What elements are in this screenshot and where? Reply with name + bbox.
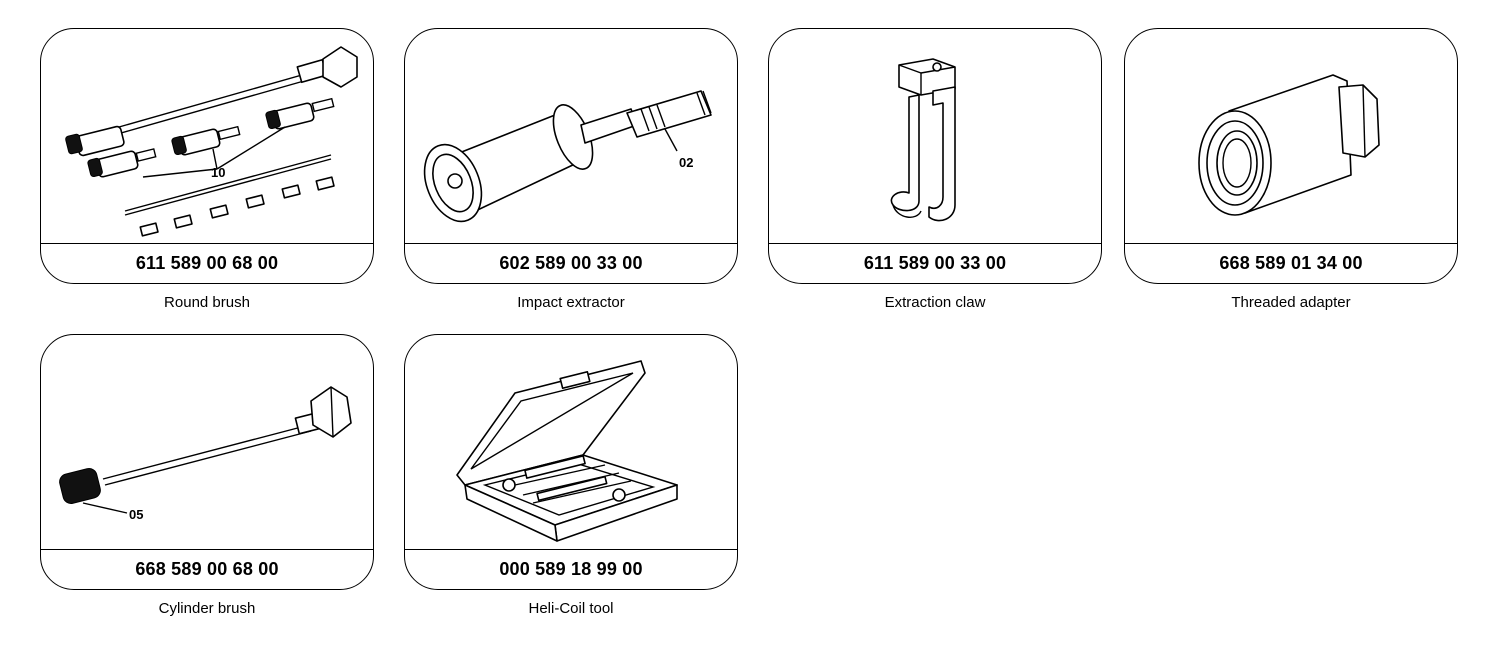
part-number: 602 589 00 33 00	[405, 243, 737, 283]
tool-caption: Impact extractor	[517, 294, 625, 311]
extraction-claw-icon	[769, 29, 1101, 243]
heli-coil-case-icon	[405, 335, 737, 549]
part-number: 000 589 18 99 00	[405, 549, 737, 589]
tool-card-heli-coil: 000 589 18 99 00	[404, 334, 738, 590]
round-brush-set-icon: 10	[41, 29, 373, 243]
part-number: 668 589 01 34 00	[1125, 243, 1457, 283]
part-number: 668 589 00 68 00	[41, 549, 373, 589]
tool-card-threaded-adapter: 668 589 01 34 00	[1124, 28, 1458, 284]
tool-caption: Heli-Coil tool	[528, 600, 614, 617]
part-number: 611 589 00 68 00	[41, 243, 373, 283]
cylinder-brush-icon: 05	[41, 335, 373, 549]
callout-label: 05	[129, 507, 143, 522]
tool-caption: Threaded adapter	[1231, 294, 1351, 311]
tool-caption: Cylinder brush	[158, 600, 256, 617]
callout-label: 10	[211, 165, 225, 180]
part-number: 611 589 00 33 00	[769, 243, 1101, 283]
tool-card-cylinder-brush: 05 668 589 00 68 00	[40, 334, 374, 590]
tool-card-round-brush: 10 611 589 00 68 00	[40, 28, 374, 284]
tool-caption: Round brush	[164, 294, 250, 311]
tool-caption: Extraction claw	[884, 294, 986, 311]
tool-card-extraction-claw: 611 589 00 33 00	[768, 28, 1102, 284]
callout-label: 02	[679, 155, 693, 170]
impact-extractor-icon: 02	[405, 29, 737, 243]
threaded-adapter-icon	[1125, 29, 1457, 243]
tool-card-impact-extractor: 02 602 589 00 33 00	[404, 28, 738, 284]
